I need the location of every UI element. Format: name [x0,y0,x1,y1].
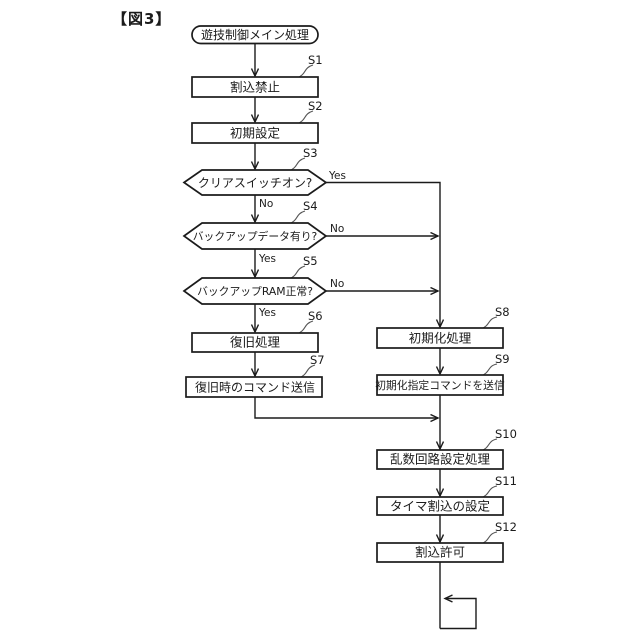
s4-decision-shape [182,222,328,250]
s11-node-label: タイマ割込の設定 [390,499,490,514]
s12-process-box [376,542,504,563]
node-s6: 復旧処理 S6 [191,309,323,353]
node-s4: バックアップデータ有り? S4 No Yes [182,199,344,265]
node-s2: 初期設定 S2 [191,99,323,144]
s10-process-box [376,449,504,470]
s5-decision-shape [182,277,328,305]
s9-node-label: 初期化指定コマンドを送信 [375,378,505,392]
s12-step-id: S12 [495,520,517,534]
node-s10: 乱数回路設定処理 S10 [376,427,517,470]
s11-process-box [376,496,504,516]
s7-step-id: S7 [310,353,325,367]
node-s9: 初期化指定コマンドを送信 S9 [375,352,510,396]
s4-branch-yes: Yes [258,253,276,265]
s10-step-id: S10 [495,427,517,441]
node-s1: 割込禁止 S1 [191,53,323,98]
s3-decision-shape [182,169,328,196]
s8-node-label: 初期化処理 [409,331,472,346]
s3-branch-yes: Yes [328,170,346,182]
s1-process-box [191,76,319,98]
s12-node-label: 割込許可 [415,545,465,560]
s4-branch-no: No [330,223,344,235]
s2-node-label: 初期設定 [230,126,280,141]
node-start: 遊技制御メイン処理 [191,25,319,45]
s6-node-label: 復旧処理 [230,335,281,350]
s5-branch-no: No [330,278,344,290]
edge-s3-yes-to-s8 [326,181,440,328]
node-s5: バックアップRAM正常? S5 No Yes [182,254,344,319]
s10-node-label: 乱数回路設定処理 [390,452,491,467]
node-s7: 復旧時のコマンド送信 S7 [185,353,325,398]
s11-step-id: S11 [495,474,517,488]
s8-step-id: S8 [495,305,510,319]
node-s11: タイマ割込の設定 S11 [376,474,517,516]
edge-s7-merge [254,397,438,418]
node-s3: クリアスイッチオン? S3 Yes No [182,146,346,210]
s4-node-label: バックアップデータ有り? [193,229,318,243]
node-s8: 初期化処理 S8 [376,305,510,349]
s8-process-box [376,327,504,349]
s6-process-box [191,332,319,353]
s5-node-label: バックアップRAM正常? [197,285,313,298]
s4-step-id: S4 [303,199,318,213]
start-terminal-shape [191,25,319,45]
s2-step-id: S2 [308,99,323,113]
s6-step-id: S6 [308,309,323,323]
edge-loop-back [440,599,477,630]
s7-node-label: 復旧時のコマンド送信 [195,380,315,395]
s3-step-id: S3 [303,146,318,160]
s5-branch-yes: Yes [258,307,276,319]
s5-step-id: S5 [303,254,318,268]
node-s12: 割込許可 S12 [376,520,517,563]
s2-process-box [191,122,319,144]
s9-process-box [376,374,504,396]
figure-title: 【図3】 [112,10,172,28]
s1-step-id: S1 [308,53,323,67]
s3-node-label: クリアスイッチオン? [198,176,312,190]
s9-step-id: S9 [495,352,510,366]
s3-branch-no: No [259,198,273,210]
s1-node-label: 割込禁止 [230,80,280,95]
start-node-label: 遊技制御メイン処理 [201,27,309,42]
s7-process-box [185,376,323,398]
